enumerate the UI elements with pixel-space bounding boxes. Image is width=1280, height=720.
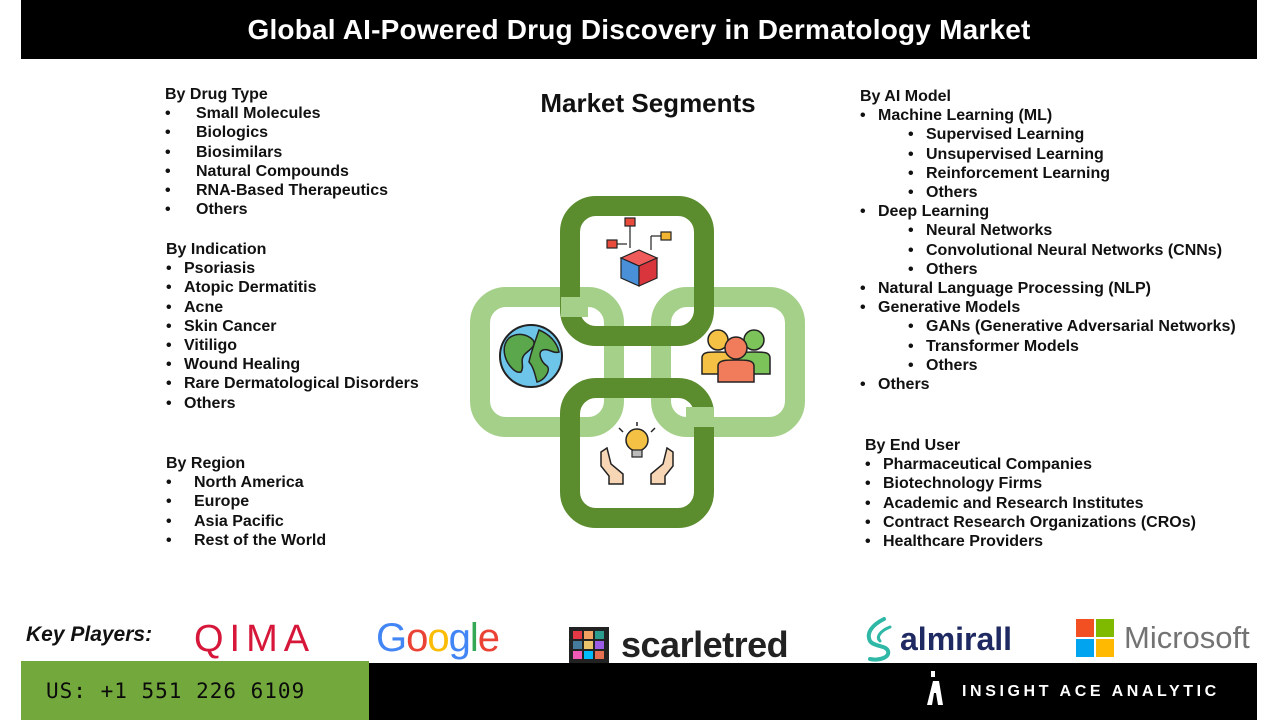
ring-top <box>560 196 714 346</box>
segment-drug-type: By Drug Type Small Molecules Biologics B… <box>165 85 388 220</box>
segment-end-user: By End User Pharmaceutical Companies Bio… <box>865 436 1196 551</box>
list-subitem: Convolutional Neural Networks (CNNs) <box>860 241 1236 260</box>
ring-bottom <box>560 378 714 528</box>
list-item: Rest of the World <box>166 531 326 550</box>
ring-right <box>651 287 805 437</box>
segment-list: Psoriasis Atopic Dermatitis Acne Skin Ca… <box>166 259 419 413</box>
list-item: Others <box>165 200 388 219</box>
list-item: Pharmaceutical Companies <box>865 455 1196 474</box>
page-title: Global AI-Powered Drug Discovery in Derm… <box>247 13 1031 45</box>
insight-ace-logo-icon <box>927 671 943 705</box>
list-subitem: GANs (Generative Adversarial Networks) <box>860 317 1236 336</box>
segment-heading: By Region <box>166 455 246 472</box>
list-item: Natural Language Processing (NLP) <box>860 279 1236 298</box>
hands-bulb-icon <box>600 422 674 485</box>
list-item: Rare Dermatological Disorders <box>166 374 419 393</box>
segment-region: By Region North America Europe Asia Paci… <box>166 454 326 550</box>
list-subitem: Transformer Models <box>860 337 1236 356</box>
list-item: Biosimilars <box>165 143 388 162</box>
segment-list: Pharmaceutical Companies Biotechnology F… <box>865 455 1196 551</box>
segment-list: Small Molecules Biologics Biosimilars Na… <box>165 104 388 219</box>
list-item: Healthcare Providers <box>865 532 1196 551</box>
segments-graphic <box>470 196 805 528</box>
segment-list: Machine Learning (ML) Supervised Learnin… <box>860 106 1236 394</box>
scarletred-wordmark: scarletred <box>621 624 789 665</box>
list-item: Natural Compounds <box>165 162 388 181</box>
list-subitem: Unsupervised Learning <box>860 145 1236 164</box>
list-subitem: Others <box>860 183 1236 202</box>
list-subitem: Others <box>860 260 1236 279</box>
brand-name: INSIGHT ACE ANALYTIC <box>962 683 1220 700</box>
segment-list: North America Europe Asia Pacific Rest o… <box>166 473 326 550</box>
footer-phone-bar: US: +1 551 226 6109 <box>21 661 369 720</box>
list-subitem: Reinforcement Learning <box>860 164 1236 183</box>
list-item: Biotechnology Firms <box>865 474 1196 493</box>
list-item: Vitiligo <box>166 336 419 355</box>
list-item: RNA-Based Therapeutics <box>165 181 388 200</box>
list-item: Wound Healing <box>166 355 419 374</box>
list-subitem: Others <box>860 356 1236 375</box>
list-item: Deep Learning <box>860 202 1236 221</box>
qima-logo: QIMA <box>194 618 316 660</box>
market-segments-title: Market Segments <box>540 88 756 118</box>
title-bar: Global AI-Powered Drug Discovery in Derm… <box>21 0 1257 59</box>
segment-ai-model: By AI Model Machine Learning (ML) Superv… <box>860 87 1236 394</box>
list-item: North America <box>166 473 326 492</box>
list-item: Skin Cancer <box>166 317 419 336</box>
scarletred-logo: scarletred <box>569 624 789 666</box>
list-item: Generative Models <box>860 298 1236 317</box>
list-item: Asia Pacific <box>166 512 326 531</box>
segment-heading: By End User <box>865 437 961 454</box>
list-item: Small Molecules <box>165 104 388 123</box>
segment-heading: By Drug Type <box>165 86 268 103</box>
microsoft-logo: Microsoft <box>1076 619 1250 657</box>
list-item: Machine Learning (ML) <box>860 106 1236 125</box>
people-icon <box>701 329 771 383</box>
list-subitem: Neural Networks <box>860 221 1236 240</box>
list-item: Europe <box>166 492 326 511</box>
segment-heading: By Indication <box>166 241 267 258</box>
almirall-logo: almirall <box>862 615 1012 663</box>
list-item: Atopic Dermatitis <box>166 278 419 297</box>
microsoft-squares-icon <box>1076 619 1114 657</box>
almirall-swirl-icon <box>866 617 892 662</box>
list-item: Acne <box>166 298 419 317</box>
segment-indication: By Indication Psoriasis Atopic Dermatiti… <box>166 240 419 413</box>
list-item: Others <box>166 394 419 413</box>
ring-left <box>470 287 624 437</box>
phone-number: US: +1 551 226 6109 <box>46 678 306 703</box>
scarletred-mark-icon <box>569 627 609 663</box>
list-item: Others <box>860 375 1236 394</box>
list-item: Academic and Research Institutes <box>865 494 1196 513</box>
ai-cube-icon <box>606 217 672 287</box>
footer-brand-bar: INSIGHT ACE ANALYTIC <box>369 663 1257 720</box>
list-item: Psoriasis <box>166 259 419 278</box>
globe-icon <box>499 324 563 388</box>
segment-heading: By AI Model <box>860 88 951 105</box>
microsoft-wordmark: Microsoft <box>1124 620 1250 655</box>
almirall-wordmark: almirall <box>900 620 1013 657</box>
list-subitem: Supervised Learning <box>860 125 1236 144</box>
list-item: Biologics <box>165 123 388 142</box>
list-item: Contract Research Organizations (CROs) <box>865 513 1196 532</box>
key-players-label: Key Players: <box>26 623 153 646</box>
